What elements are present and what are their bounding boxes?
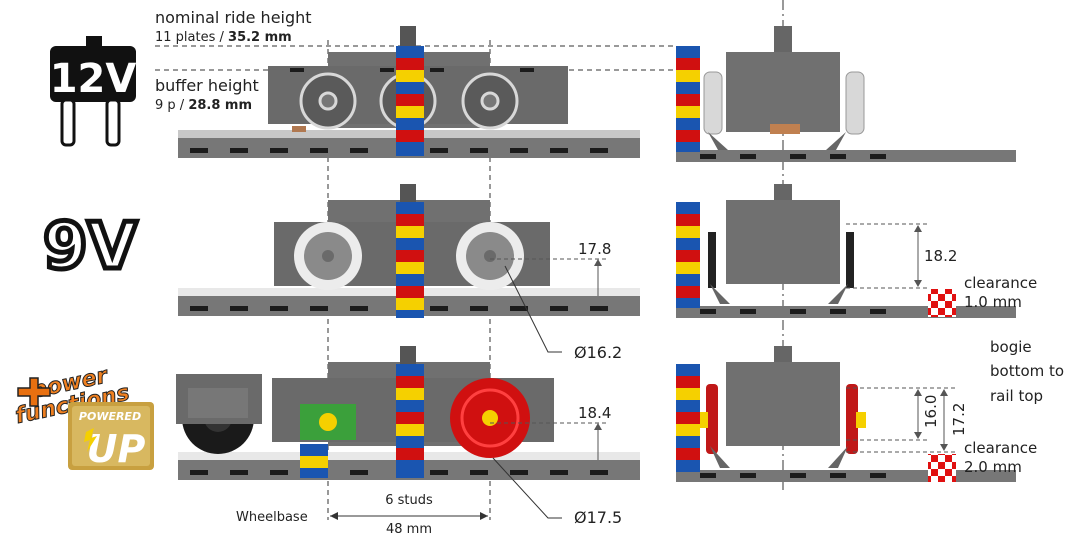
clearance-9v-value: 1.0 mm (964, 293, 1022, 311)
motor-side-pf (726, 362, 840, 446)
dim-9v-side-height: 18.2 (924, 247, 957, 265)
logo-up-line2: UP (87, 427, 146, 471)
bogie-label-2: bottom to (990, 362, 1064, 380)
motor-side-9v (726, 200, 840, 284)
bogie-label-1: bogie (990, 338, 1032, 356)
dim-pf-height: 18.4 (578, 404, 611, 422)
dim-pf-16: 16.0 (922, 395, 940, 428)
row-9v: 17.8 18.2 clearance 1.0 mm Ø16.2 (178, 184, 1037, 362)
brick-stack-pf-side (676, 364, 700, 472)
buffer-height-prefix: 9 p / (155, 98, 188, 113)
row-12v (178, 26, 1016, 162)
logo-12v: 12V (50, 36, 137, 147)
logo-9v-text: 9V (43, 210, 138, 284)
motor-side-12v (726, 52, 840, 132)
height-annotations: nominal ride height 11 plates / 35.2 mm … (155, 8, 312, 113)
buffer-height-title: buffer height (155, 76, 259, 95)
bogie-label-3: rail top (990, 387, 1043, 405)
dim-pf-diameter: Ø17.5 (574, 508, 622, 527)
brick-stack-pf-small (300, 444, 328, 478)
checker-9v-icon (928, 289, 956, 317)
brick-stack-pf (396, 364, 424, 478)
clearance-pf-label: clearance (964, 439, 1037, 457)
clearance-9v-label: clearance (964, 274, 1037, 292)
clearance-pf-value: 2.0 mm (964, 458, 1022, 476)
ride-height-value: 35.2 mm (228, 30, 292, 45)
logo-powered-up: POWERED UP (68, 402, 154, 471)
wheelbase-label: Wheelbase (236, 510, 308, 525)
wheel-12v-right (461, 72, 519, 130)
dim-pf-172: 17.2 (950, 403, 968, 436)
buffer-height-detail: 9 p / 28.8 mm (155, 98, 252, 113)
logo-up-line1: POWERED (79, 410, 141, 423)
dim-9v-height: 17.8 (578, 240, 611, 258)
checker-pf-icon (928, 454, 956, 482)
brick-stack-12v (396, 46, 424, 156)
wheel-pf-front (450, 378, 530, 458)
wheel-12v-left (299, 72, 357, 130)
row-powerfunctions: 18.4 16.0 17.2 bogie bottom to rail top … (176, 338, 1064, 527)
ride-height-title: nominal ride height (155, 8, 312, 27)
wheel-9v-left (294, 222, 362, 290)
brick-stack-12v-side (676, 46, 700, 152)
brick-stack-9v (396, 202, 424, 318)
logo-12v-text: 12V (50, 56, 137, 102)
logo-9v: 9V (40, 208, 140, 287)
dim-9v-diameter: Ø16.2 (574, 343, 622, 362)
wheelbase-mm: 48 mm (386, 522, 432, 537)
brick-stack-9v-side (676, 202, 700, 308)
ride-height-prefix: 11 plates / (155, 30, 228, 45)
wheelbase-dimension: Wheelbase 6 studs 48 mm (236, 493, 488, 537)
wheelbase-studs: 6 studs (385, 493, 433, 508)
buffer-height-value: 28.8 mm (188, 98, 252, 113)
ride-height-detail: 11 plates / 35.2 mm (155, 30, 292, 45)
wheel-9v-right (456, 222, 524, 290)
